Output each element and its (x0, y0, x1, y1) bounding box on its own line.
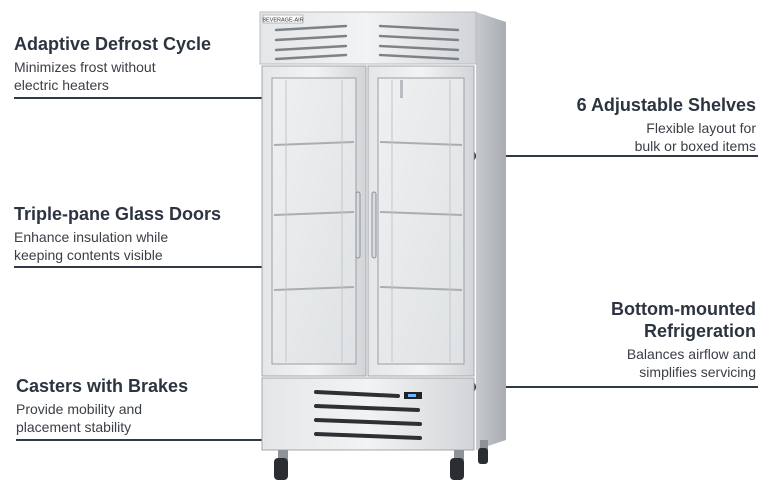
right-door-glass (377, 77, 465, 365)
cabinet-side-panel (476, 12, 506, 450)
feature-description: Provide mobility and placement stability (16, 400, 188, 436)
bottom-vents (314, 390, 422, 440)
shelf-wires (285, 80, 451, 362)
desc-line-2: placement stability (16, 419, 132, 435)
desc-line-1: Minimizes frost without (14, 59, 156, 75)
left-door-handle[interactable] (355, 191, 361, 259)
interior-light-switch (400, 80, 403, 98)
title-line-1: Bottom-mounted (611, 299, 756, 319)
callout-line-defrost (14, 97, 298, 99)
brand-logo-plate (262, 14, 304, 24)
desc-line-2: simplifies servicing (639, 364, 756, 380)
feature-description: Enhance insulation while keeping contents… (14, 228, 221, 264)
left-door-glass (271, 77, 357, 365)
bottom-compartment (261, 377, 475, 451)
right-door-handle[interactable] (371, 191, 377, 259)
callout-line-glass (14, 266, 298, 268)
feature-description: Minimizes frost without electric heaters (14, 58, 211, 94)
top-vents (274, 24, 460, 61)
desc-line-2: bulk or boxed items (634, 138, 756, 154)
desc-line-2: electric heaters (14, 77, 109, 93)
desc-line-1: Provide mobility and (16, 401, 143, 417)
casters (274, 440, 488, 480)
feature-title: 6 Adjustable Shelves (576, 95, 756, 115)
callout-line-shelves (470, 155, 758, 157)
display-readout (408, 394, 416, 397)
feature-adaptive-defrost: Adaptive Defrost Cycle Minimizes frost w… (14, 33, 211, 94)
desc-line-1: Enhance insulation while (14, 229, 169, 245)
callout-line-refrigeration (470, 386, 758, 388)
feature-triple-pane-glass: Triple-pane Glass Doors Enhance insulati… (14, 203, 221, 264)
shelves (273, 141, 463, 291)
desc-line-1: Flexible layout for (646, 120, 756, 136)
feature-title: Triple-pane Glass Doors (14, 204, 222, 224)
feature-description: Flexible layout for bulk or boxed items (577, 119, 756, 155)
brand-logo-text: BEVERAGE-AIR (262, 18, 303, 24)
feature-title: Casters with Brakes (16, 376, 189, 396)
feature-casters: Casters with Brakes Provide mobility and… (16, 375, 188, 436)
desc-line-1: Balances airflow and (626, 346, 756, 362)
title-line-2: Refrigeration (643, 321, 756, 341)
feature-description: Balances airflow and simplifies servicing (611, 345, 756, 381)
feature-adjustable-shelves: 6 Adjustable Shelves Flexible layout for… (577, 94, 756, 155)
desc-line-2: keeping contents visible (14, 247, 163, 263)
feature-title: Adaptive Defrost Cycle (14, 34, 212, 54)
callout-line-casters (16, 439, 298, 441)
refrigerator-illustration: BEVERAGE-AIR (259, 11, 506, 480)
